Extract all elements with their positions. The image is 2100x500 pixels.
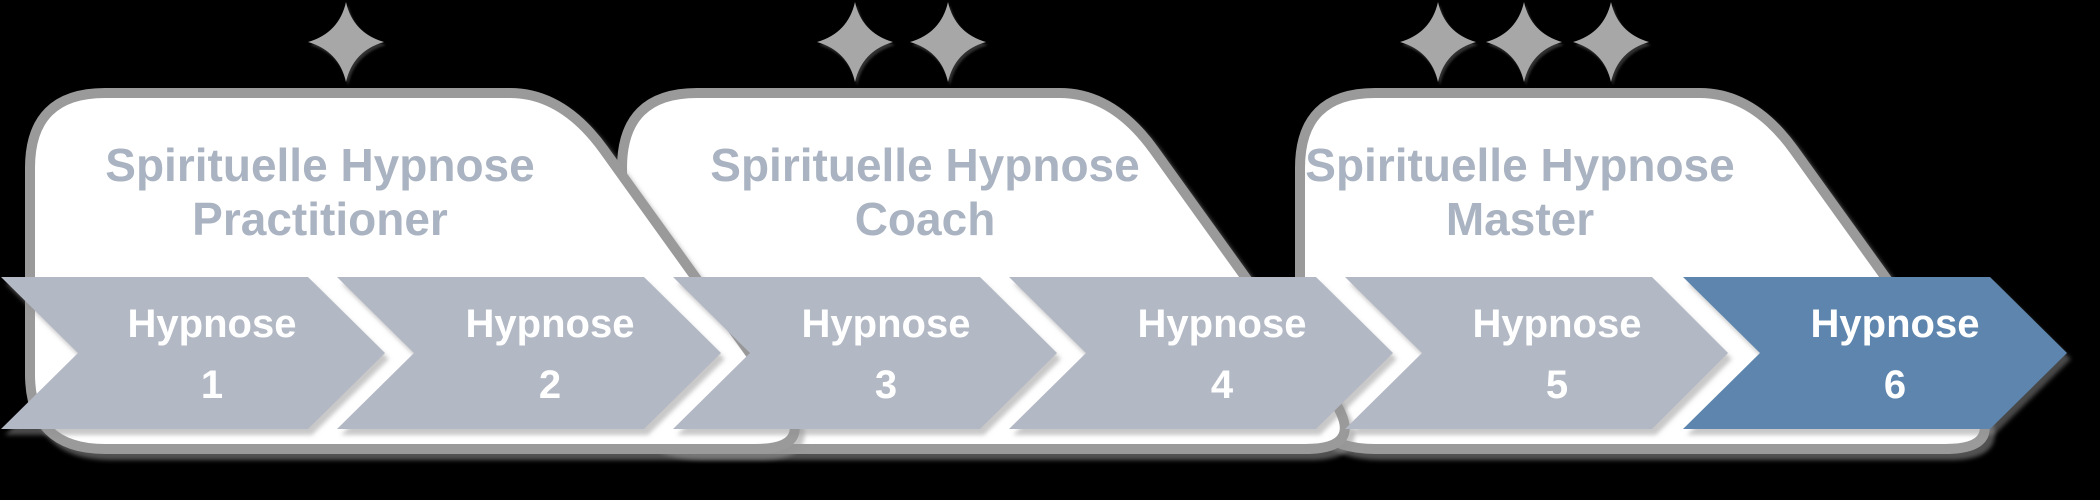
step-1-chevron [1, 277, 385, 429]
level-3-title-line2: Master [1445, 193, 1595, 245]
level-3-title-line1: Spirituelle Hypnose [1305, 139, 1735, 191]
step-4-label-number: 4 [1210, 363, 1234, 407]
level-3-title: Spirituelle Hypnose Master [1305, 138, 1734, 246]
step-2-label-text: Hypnose [465, 302, 635, 346]
level-1-title-line1: Spirituelle Hypnose [105, 139, 535, 191]
step-6-chevron-highlighted [1683, 277, 2067, 429]
step-6-label-number: 6 [1883, 363, 1907, 407]
star-icon [817, 2, 893, 82]
step-chevrons [1, 277, 2067, 429]
level-stars [308, 2, 1649, 82]
level-2-title: Spirituelle Hypnose Coach [710, 138, 1139, 246]
step-1-label: Hypnose 1 [128, 294, 297, 416]
star-icon [1486, 2, 1562, 82]
step-4-label: Hypnose 4 [1138, 294, 1307, 416]
step-5-label-text: Hypnose [1472, 302, 1642, 346]
star-icon [910, 2, 986, 82]
step-3-label-text: Hypnose [801, 302, 971, 346]
level-1-title-line2: Practitioner [192, 193, 448, 245]
step-4-chevron [1009, 277, 1393, 429]
step-1-label-number: 1 [200, 363, 224, 407]
step-2-label: Hypnose 2 [466, 294, 635, 416]
step-3-label-number: 3 [874, 363, 898, 407]
step-5-label: Hypnose 5 [1473, 294, 1642, 416]
level-2-title-line2: Coach [854, 193, 996, 245]
level-2-title-line1: Spirituelle Hypnose [710, 139, 1140, 191]
step-1-label-text: Hypnose [127, 302, 297, 346]
star-icon [1573, 2, 1649, 82]
step-6-label: Hypnose 6 [1811, 294, 1980, 416]
step-2-label-number: 2 [538, 363, 562, 407]
step-5-label-number: 5 [1545, 363, 1569, 407]
step-4-label-text: Hypnose [1137, 302, 1307, 346]
step-2-chevron [337, 277, 721, 429]
star-icon [308, 2, 384, 82]
step-3-chevron [673, 277, 1057, 429]
level-1-title: Spirituelle Hypnose Practitioner [105, 138, 534, 246]
step-6-label-text: Hypnose [1810, 302, 1980, 346]
step-5-chevron [1345, 277, 1728, 429]
step-3-label: Hypnose 3 [802, 294, 971, 416]
star-icon [1400, 2, 1476, 82]
